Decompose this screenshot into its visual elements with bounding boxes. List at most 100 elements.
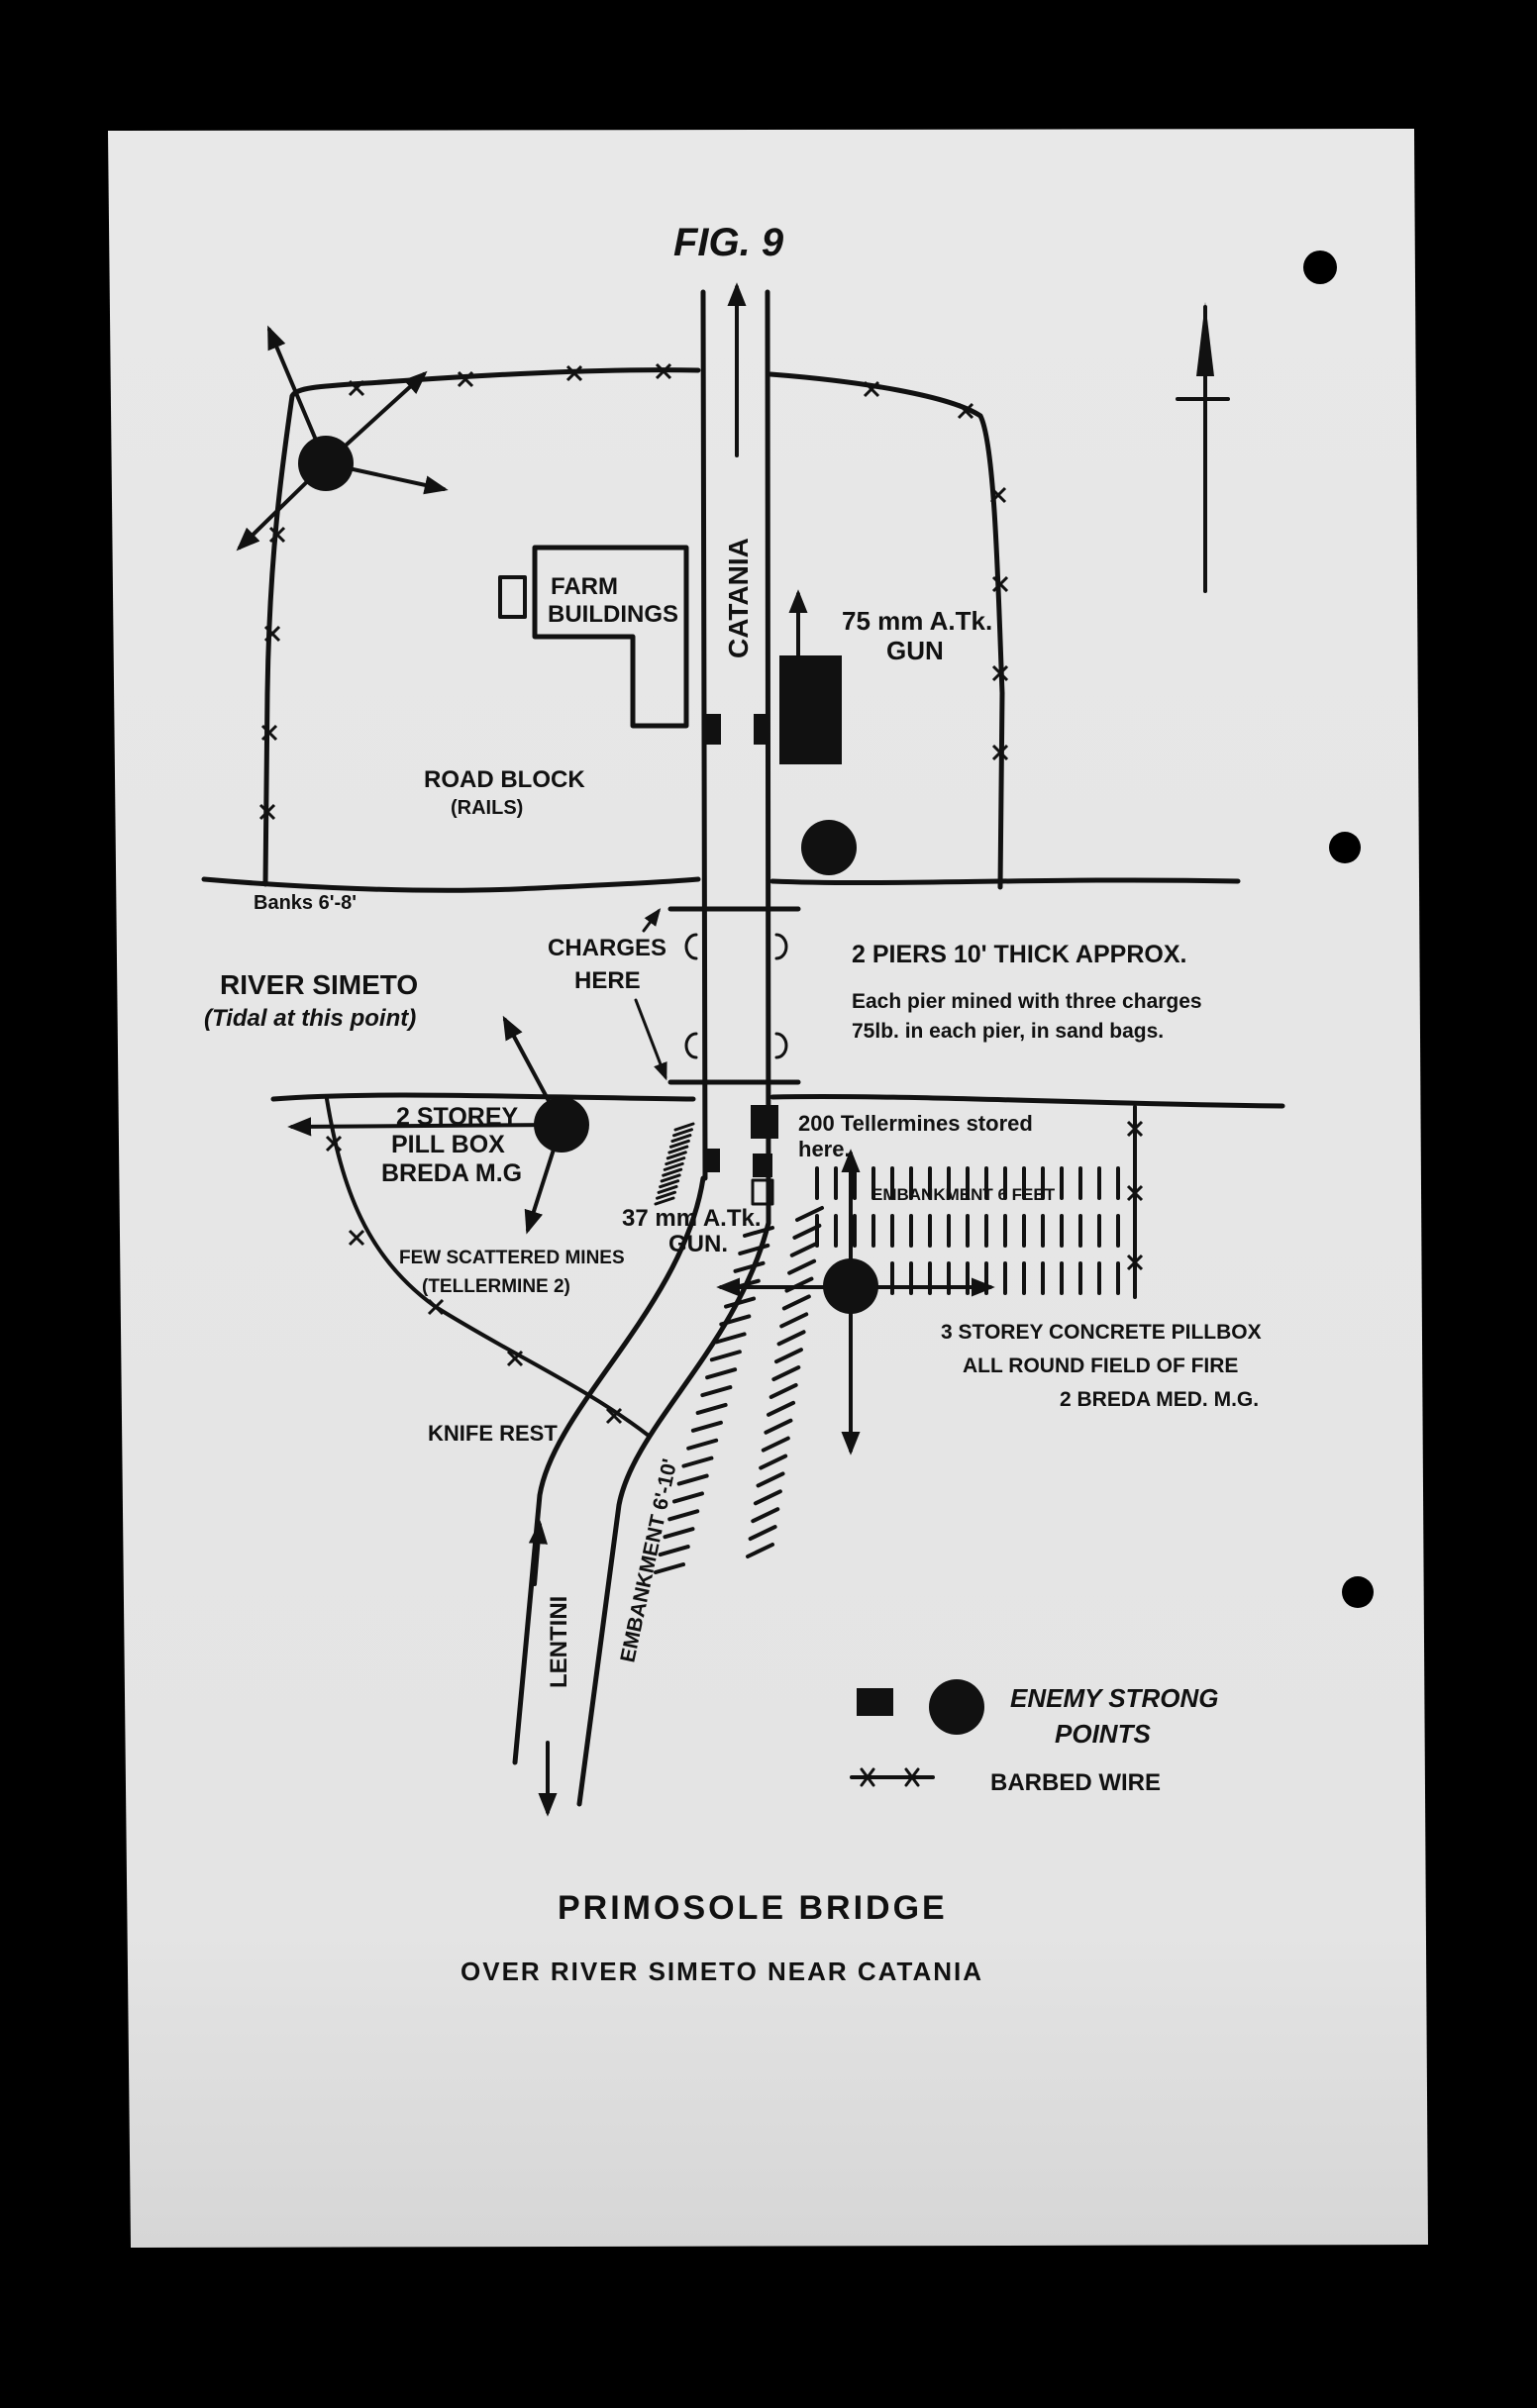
strong-point-75mm-gun <box>779 655 842 764</box>
barbed-wire-marks <box>258 362 1144 1425</box>
embankment-hatch <box>667 1509 700 1522</box>
embankment-hatch <box>656 1190 677 1200</box>
barbed-wire-x-icon <box>258 803 276 821</box>
barbed-wire-x-icon <box>457 370 474 388</box>
road-lentini <box>512 1175 771 1817</box>
river-label: RIVER SIMETO(Tidal at this point) <box>204 969 418 1032</box>
barbed-wire-x-icon <box>991 575 1009 593</box>
embankment-hatch <box>659 1179 680 1189</box>
piers-label: 2 PIERS 10' THICK APPROX.Each pier mined… <box>852 941 1202 1043</box>
embankment-hatch <box>663 1527 695 1540</box>
punch-hole <box>1303 251 1337 284</box>
barbed-wire-x-icon <box>427 1298 445 1316</box>
embankment-hatch <box>660 1173 681 1183</box>
river-bank-south <box>270 1092 1285 1109</box>
embankment-hatch <box>654 1196 675 1206</box>
embankment-hatch <box>787 1258 817 1275</box>
barbed-wire-x-icon <box>268 526 286 544</box>
barbed-wire-fence-left <box>262 367 701 887</box>
embankment-hatch <box>662 1167 683 1177</box>
barbed-wire-x-icon <box>348 379 365 397</box>
embankment-hatch <box>759 1454 788 1470</box>
embankment-hatch <box>714 1332 747 1345</box>
barbed-wire-x-icon <box>989 486 1007 504</box>
embankment-hatch <box>771 1365 801 1382</box>
embankment-hatch <box>768 1382 798 1399</box>
embankment-hatch <box>671 1128 693 1138</box>
primosole-bridge <box>634 906 801 1085</box>
barbed-wire-x-icon <box>325 1135 343 1153</box>
figure-label: FIG. 9 <box>673 221 784 264</box>
barbed-wire-x-icon <box>655 362 672 380</box>
embankment-hatch <box>705 1367 738 1380</box>
embankment-hatch <box>767 1400 796 1417</box>
embankment-hatch <box>761 1436 790 1453</box>
strong-point-pillbox-nw <box>236 325 449 552</box>
road-block-rail <box>706 714 721 745</box>
legend-square-icon <box>857 1688 893 1716</box>
embankment-hatch <box>764 1418 793 1435</box>
strong-point-pillbox-north-bank <box>801 820 857 875</box>
embankment-hatch <box>657 1184 678 1194</box>
barbed-wire-x-icon <box>1126 1254 1144 1271</box>
barbed-wire-x-icon <box>565 364 583 382</box>
embankment-hatch <box>709 1350 742 1362</box>
embankment-hatch <box>695 1402 728 1415</box>
embankment-hatch <box>668 1139 690 1149</box>
embankment-hatch <box>666 1151 687 1160</box>
embankment-hatch <box>792 1223 822 1240</box>
embankment-hatch <box>658 1545 690 1557</box>
embankment-hatch <box>665 1156 686 1166</box>
farm-buildings <box>532 545 689 729</box>
embankment-hatch <box>667 1145 689 1154</box>
embankment-hatch <box>690 1420 723 1433</box>
barbed-wire-x-icon <box>348 1229 365 1247</box>
gun-emplacement-outline <box>751 1178 774 1206</box>
road-label-catania: CATANIA <box>723 538 754 658</box>
embankment-hatch <box>686 1438 719 1451</box>
tellermine-store <box>751 1105 778 1139</box>
banks-label: Banks 6'-8' <box>254 892 357 914</box>
embankment-hatch <box>733 1260 766 1273</box>
north-arrow-icon <box>1176 302 1230 593</box>
barbed-wire-x-icon <box>957 402 974 420</box>
barbed-wire-x-icon <box>263 625 281 643</box>
map-subtitle: OVER RIVER SIMETO NEAR CATANIA <box>461 1956 983 1986</box>
embankment-hatch <box>681 1455 714 1468</box>
legend-circle-icon <box>929 1679 984 1735</box>
embankment-hatch <box>756 1471 785 1488</box>
embankment-hatch <box>779 1312 809 1329</box>
barbed-wire-x-icon <box>1126 1184 1144 1202</box>
strong-point-pillbox-2-storey <box>287 1015 589 1235</box>
farm-outbuilding <box>498 575 527 619</box>
barbed-wire-x-icon <box>991 664 1009 682</box>
barbed-wire-x-icon <box>506 1350 524 1367</box>
embankment-hatch <box>795 1206 824 1222</box>
embankment-hatch <box>671 1491 704 1504</box>
barbed-wire-x-icon <box>260 724 278 742</box>
barbed-wire-x-icon <box>863 380 880 398</box>
legend-barbed-wire-label: BARBED WIRE <box>990 1769 1161 1796</box>
embankment-hatch <box>751 1507 780 1524</box>
embankment-hatch <box>670 1134 692 1144</box>
punch-hole <box>1342 1576 1374 1608</box>
map-title: PRIMOSOLE BRIDGE <box>558 1889 948 1927</box>
embankment-hatch <box>673 1122 695 1132</box>
strong-point-small <box>705 1149 720 1172</box>
barbed-wire-x-icon <box>991 744 1009 761</box>
barbed-wire-fence-right <box>768 371 1005 890</box>
embankment-hatch <box>700 1385 733 1398</box>
gun-75mm-label: 75 mm A.Tk.GUN <box>842 606 992 665</box>
barbed-wire-x-icon <box>605 1407 623 1425</box>
strong-point-37mm-gun <box>753 1154 772 1177</box>
barbed-wire-x-icon <box>1126 1120 1144 1138</box>
embankment-hatch <box>654 1562 685 1574</box>
embankment-hatch <box>773 1348 803 1364</box>
embankment-6-feet-label: EMBANKMENT 6 FEET <box>871 1185 1056 1204</box>
